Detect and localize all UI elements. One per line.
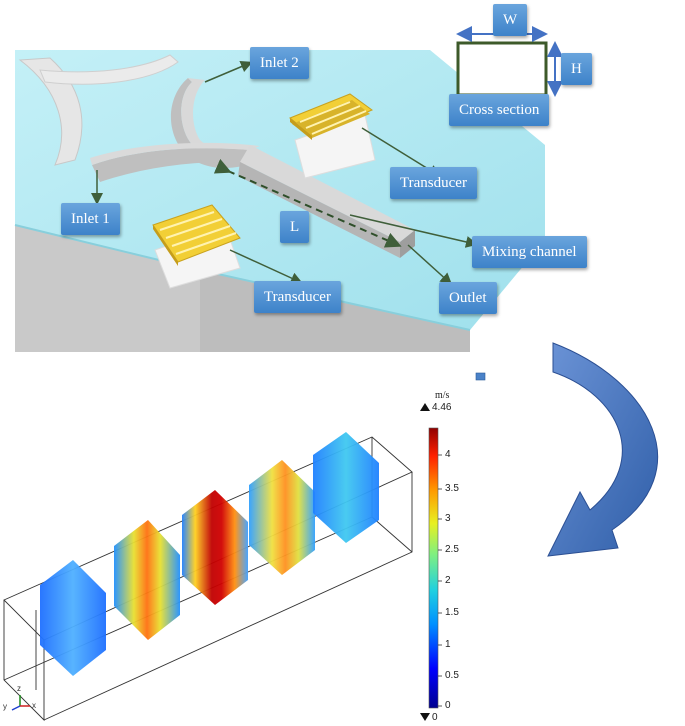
velocity-slice-4 xyxy=(249,460,315,575)
axis-label-y: y xyxy=(3,702,7,711)
substrate-side xyxy=(15,225,200,352)
simulation-plot xyxy=(3,372,486,722)
label-h: H xyxy=(561,53,592,85)
colorbar-max-marker xyxy=(420,403,430,411)
arrow-inlet2 xyxy=(204,60,253,83)
channel-inlet1-arm xyxy=(92,148,255,182)
colorbar-unit: m/s xyxy=(435,390,450,401)
colorbar-max-label: 4.46 xyxy=(432,402,452,413)
velocity-slice-5 xyxy=(313,432,379,543)
arrow-transducer-lower xyxy=(229,249,303,284)
arrow-mixing-channel xyxy=(349,214,478,248)
colorbar-tick-label: 2.5 xyxy=(445,544,459,555)
colorbar-ticks xyxy=(438,454,442,707)
colorbar xyxy=(428,427,439,709)
colorbar-tick-label: 1.5 xyxy=(445,607,459,618)
transducer-upper xyxy=(289,93,376,179)
channel-outlet-end xyxy=(400,230,415,258)
colorbar-tick-label: 1 xyxy=(445,639,451,650)
channel-inlet1-top xyxy=(90,142,260,165)
label-outlet: Outlet xyxy=(439,282,497,314)
label-mixing-channel: Mixing channel xyxy=(472,236,587,268)
axis-triad xyxy=(11,695,30,711)
colorbar-tick-label: 3 xyxy=(445,513,451,524)
label-transducer-upper: Transducer xyxy=(390,167,477,199)
axis-label-z: z xyxy=(17,684,21,693)
corner-icon xyxy=(475,372,486,381)
axis-label-x: x xyxy=(32,701,36,710)
length-dimension-arrow xyxy=(213,158,402,248)
label-transducer-lower: Transducer xyxy=(254,281,341,313)
colorbar-tick-label: 3.5 xyxy=(445,483,459,494)
velocity-slice-2 xyxy=(114,520,180,640)
transducer-lower xyxy=(152,204,241,289)
label-inlet-1: Inlet 1 xyxy=(61,203,120,235)
arrow-outlet xyxy=(407,244,453,286)
background-channel-arm xyxy=(39,54,179,85)
velocity-slice-3 xyxy=(182,490,248,605)
cross-section-shape xyxy=(456,41,548,97)
label-w: W xyxy=(493,4,528,36)
colorbar-tick-label: 2 xyxy=(445,575,451,586)
label-inlet-2: Inlet 2 xyxy=(250,47,309,79)
colorbar-min-marker xyxy=(420,713,430,721)
colorbar-tick-label: 4 xyxy=(445,449,451,460)
label-cross-section: Cross section xyxy=(449,94,550,126)
colorbar-tick-label: 0.5 xyxy=(445,670,459,681)
colorbar-min-label: 0 xyxy=(432,712,438,723)
device-illustration xyxy=(14,26,563,352)
curved-transition-arrow xyxy=(547,342,658,557)
label-length: L xyxy=(280,211,310,243)
colorbar-tick-label: 0 xyxy=(445,700,451,711)
velocity-slice-1 xyxy=(40,560,106,676)
